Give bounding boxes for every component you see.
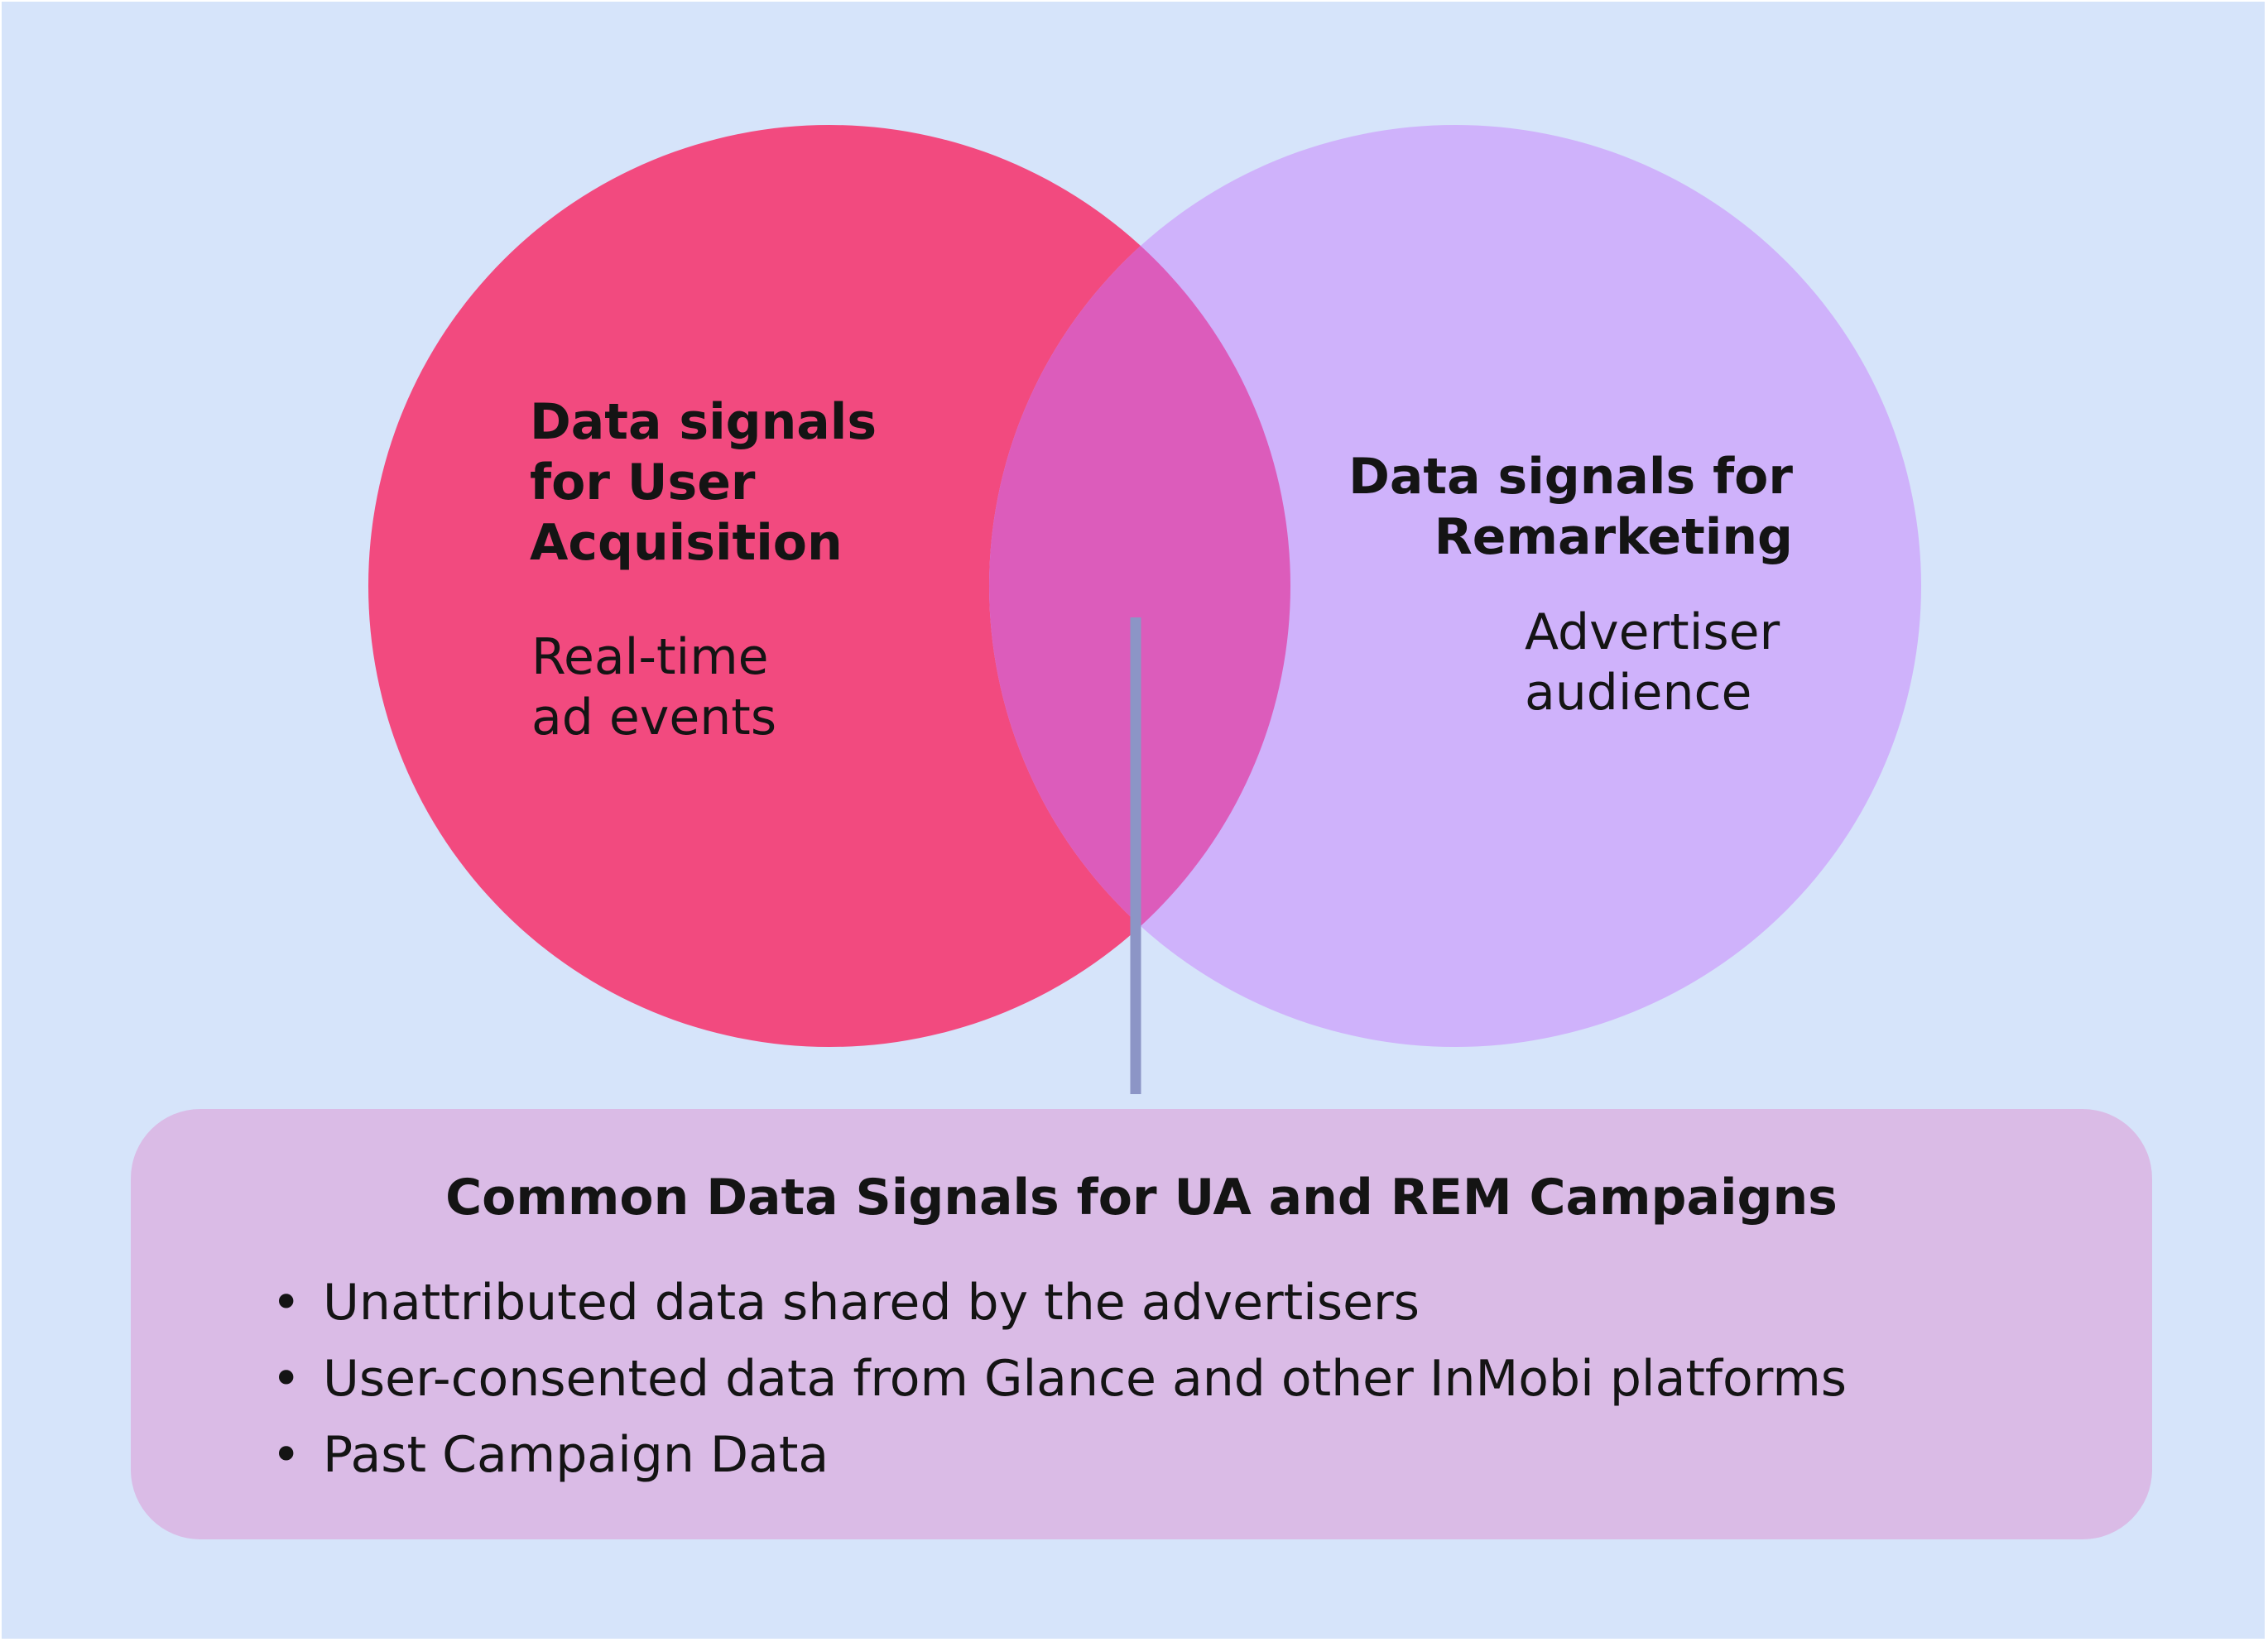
remarketing-title: Data signals for Remarketing — [1276, 447, 1793, 568]
common-signals-box: Common Data Signals for UA and REM Campa… — [131, 1109, 2152, 1539]
remarketing-detail-line: audience — [1525, 664, 1752, 723]
user-acquisition-title-line: Data signals — [530, 393, 877, 451]
list-item: • User-consented data from Glance and oth… — [271, 1341, 1847, 1417]
remarketing-title-line: Data signals for — [1348, 448, 1793, 506]
user-acquisition-detail-line: Real-time — [531, 628, 769, 686]
common-signals-title: Common Data Signals for UA and REM Campa… — [445, 1169, 1838, 1227]
list-item-text: Past Campaign Data — [323, 1426, 829, 1484]
common-signals-list: • Unattributed data shared by the adverti… — [271, 1265, 1847, 1493]
remarketing-detail: Advertiser audience — [1525, 603, 1872, 723]
venn-overlap — [989, 125, 1290, 1047]
list-item: • Unattributed data shared by the adverti… — [271, 1265, 1847, 1341]
list-item-text: User-consented data from Glance and othe… — [323, 1350, 1848, 1408]
list-item-text: Unattributed data shared by the advertis… — [323, 1274, 1420, 1332]
user-acquisition-detail-line: ad events — [531, 689, 777, 747]
user-acquisition-title-line: Acquisition — [530, 514, 843, 573]
list-item: • Past Campaign Data — [271, 1417, 1847, 1493]
remarketing-detail-line: Advertiser — [1525, 603, 1780, 661]
user-acquisition-title: Data signals for User Acquisition — [530, 392, 960, 574]
remarketing-title-line: Remarketing — [1434, 508, 1793, 567]
venn-diagram — [368, 125, 1921, 1094]
bullet-icon: • — [271, 1274, 301, 1332]
user-acquisition-title-line: for User — [530, 454, 756, 512]
bullet-icon: • — [271, 1426, 301, 1484]
user-acquisition-detail: Real-time ad events — [531, 627, 879, 748]
bullet-icon: • — [271, 1350, 301, 1408]
